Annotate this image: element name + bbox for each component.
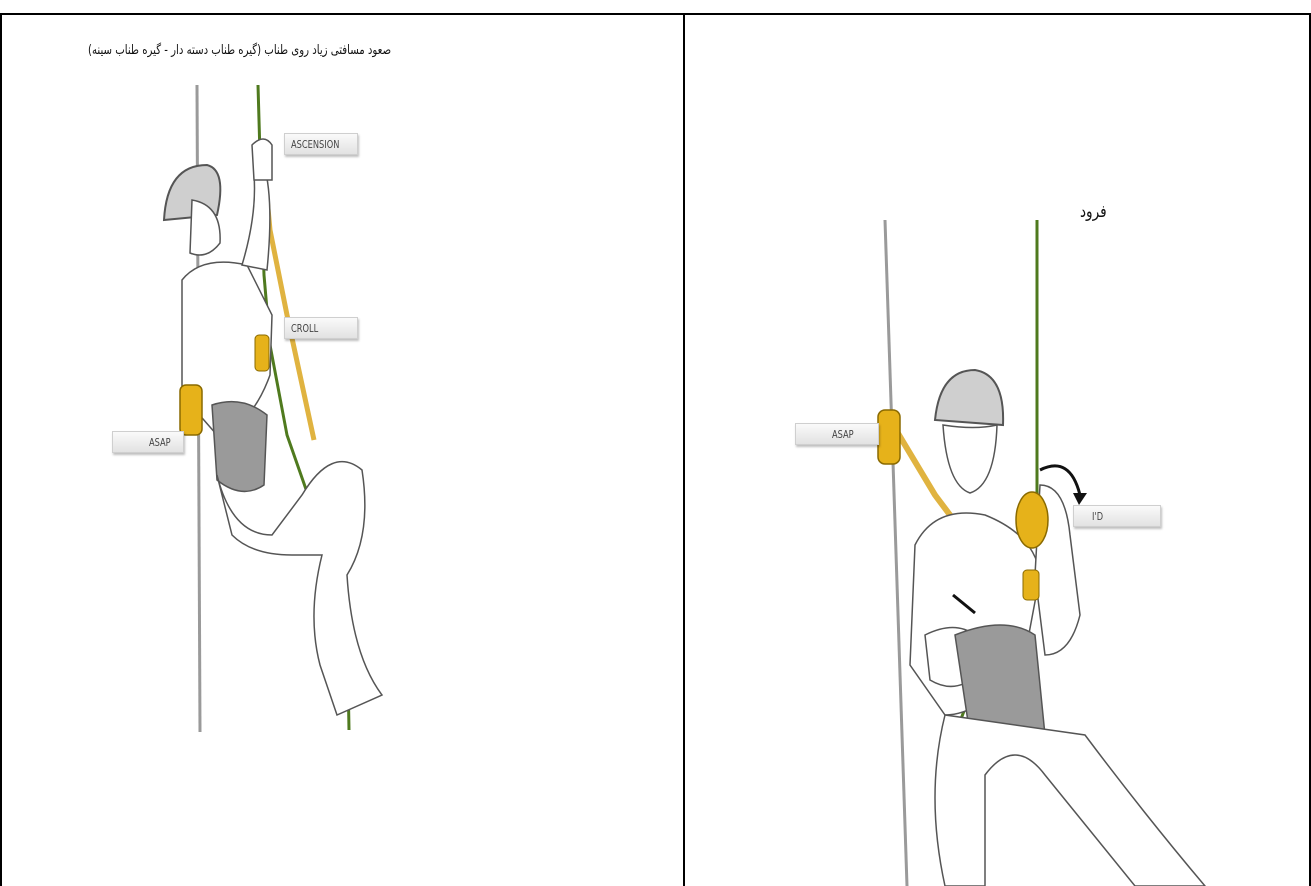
label-asap-right-text: ASAP [832, 428, 854, 441]
cell-ascent: صعود مسافتی زیاد روی طناب (گیره طناب دست… [2, 15, 683, 886]
asap-device [180, 385, 202, 435]
ascender-lanyard [264, 165, 314, 440]
label-ascension: ASCENSION [284, 133, 358, 155]
label-croll-text: CROLL [291, 322, 318, 335]
croll-device [255, 335, 269, 371]
descent-caption: فرود [1080, 202, 1107, 222]
label-asap-left: ASAP [112, 431, 184, 453]
backup-rope [885, 220, 907, 886]
ascent-caption: صعود مسافتی زیاد روی طناب (گیره طناب دست… [88, 43, 391, 58]
asap-device [878, 410, 900, 464]
id-device [1016, 492, 1048, 548]
label-asap-right: ASAP [795, 423, 879, 445]
legs [935, 715, 1205, 886]
harness [212, 402, 267, 492]
legs [217, 462, 382, 715]
carabiner [1023, 570, 1039, 600]
label-id: I'D [1073, 505, 1161, 527]
label-croll: CROLL [284, 317, 358, 339]
label-asap-left-text: ASAP [149, 436, 171, 449]
label-id-text: I'D [1092, 510, 1103, 523]
helmet [935, 370, 1003, 425]
cell-descent: فرود ASAP I'D [685, 15, 1311, 886]
descent-illustration [685, 15, 1311, 886]
label-ascension-text: ASCENSION [291, 138, 339, 151]
